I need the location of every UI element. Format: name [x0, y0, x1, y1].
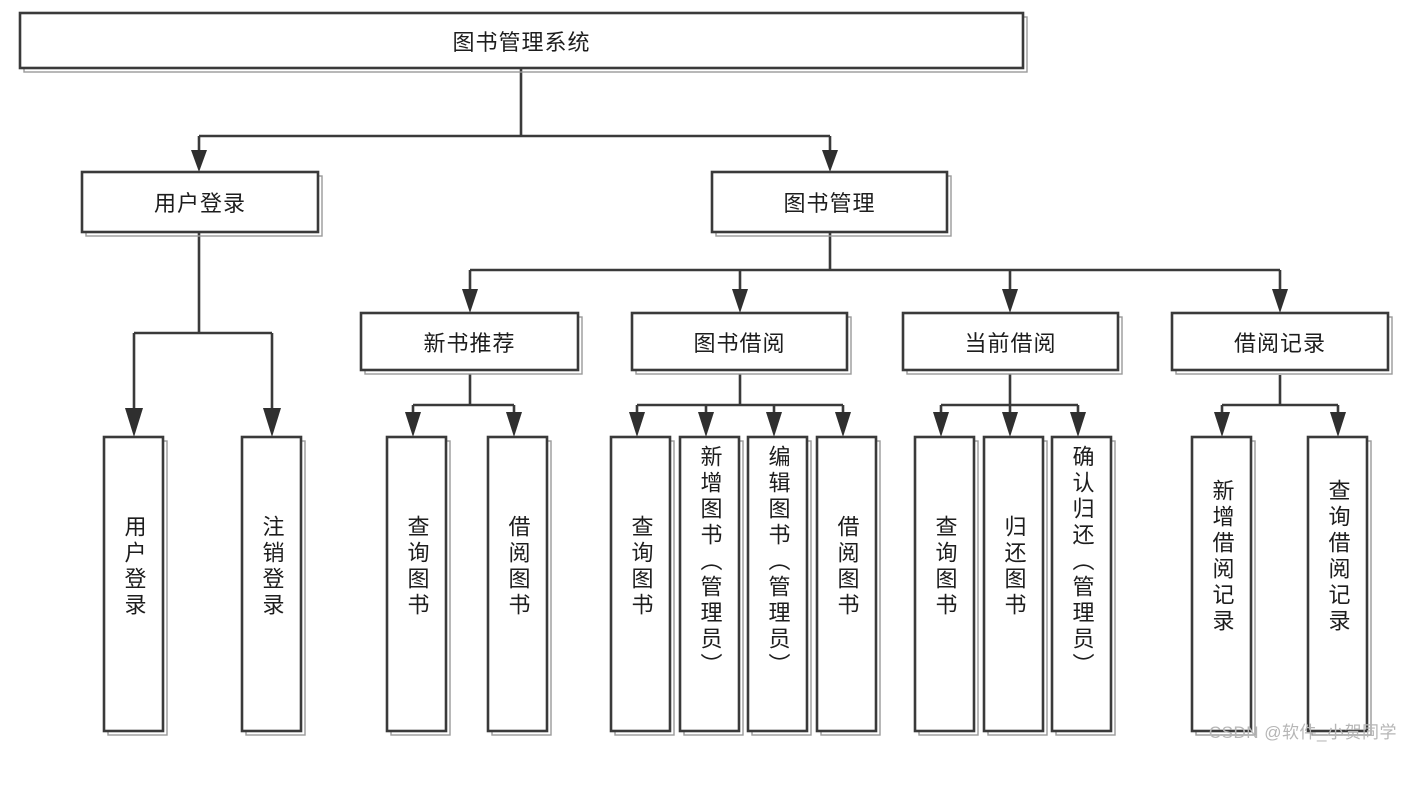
- node-leaf-currentborrow-query-book[interactable]: [913, 435, 976, 733]
- arrowhead-bookborrow-leaf4: [835, 412, 851, 437]
- node-leaf-logout-login[interactable]: [240, 435, 303, 733]
- node-new-book-recommend[interactable]: [359, 311, 580, 372]
- node-book-borrow[interactable]: [630, 311, 849, 372]
- arrowhead-bookborrow-leaf2: [698, 412, 714, 437]
- node-current-borrow[interactable]: [901, 311, 1120, 372]
- arrowhead-currentborrow-leaf1: [933, 412, 949, 437]
- node-borrow-records[interactable]: [1170, 311, 1390, 372]
- arrowhead-newbook-leaf1: [405, 412, 421, 437]
- diagram-canvas: 图书管理系统 用户登录 图书管理 新书推荐 图书借阅 当前借阅 借阅记录 用户登…: [18, 11, 1397, 742]
- node-leaf-newbook-borrow-book[interactable]: [486, 435, 549, 733]
- node-layer: [18, 11, 1393, 736]
- node-leaf-bookborrow-add-book-admin[interactable]: [678, 435, 741, 733]
- node-leaf-bookborrow-edit-book-admin[interactable]: [746, 435, 809, 733]
- node-root[interactable]: [18, 11, 1025, 70]
- arrowhead-newbook-leaf2: [506, 412, 522, 437]
- node-leaf-currentborrow-return-book[interactable]: [982, 435, 1045, 733]
- arrowhead-new-book: [462, 289, 478, 313]
- arrowhead-user-login: [191, 150, 207, 172]
- csdn-watermark: CSDN @软件_小贺同学: [1208, 723, 1397, 742]
- arrowhead-book-mgmt: [822, 150, 838, 172]
- arrowhead-bookborrow-leaf3: [766, 412, 782, 437]
- arrowhead-book-borrow: [732, 289, 748, 313]
- node-leaf-newbook-query-book[interactable]: [385, 435, 448, 733]
- node-leaf-currentborrow-confirm-return-admin[interactable]: [1050, 435, 1113, 733]
- arrowhead-borrowrec-leaf2: [1330, 412, 1346, 437]
- node-book-management[interactable]: [710, 170, 949, 234]
- node-leaf-bookborrow-borrow-book[interactable]: [815, 435, 878, 733]
- node-leaf-borrowrec-query-record[interactable]: [1306, 435, 1369, 733]
- connector-layer: [125, 68, 1346, 437]
- arrowhead-leaf-user-login: [125, 408, 143, 437]
- arrowhead-bookborrow-leaf1: [629, 412, 645, 437]
- arrowhead-currentborrow-leaf3: [1070, 412, 1086, 437]
- arrowhead-current-borrow: [1002, 289, 1018, 313]
- node-user-login[interactable]: [80, 170, 320, 234]
- arrowhead-borrow-records: [1272, 289, 1288, 313]
- flowchart-svg: [18, 11, 1393, 736]
- arrowhead-borrowrec-leaf1: [1214, 412, 1230, 437]
- node-leaf-bookborrow-query-book[interactable]: [609, 435, 672, 733]
- node-leaf-user-login[interactable]: [102, 435, 165, 733]
- arrowhead-leaf-logout: [263, 408, 281, 437]
- node-leaf-borrowrec-add-record[interactable]: [1190, 435, 1253, 733]
- arrowhead-currentborrow-leaf2: [1002, 412, 1018, 437]
